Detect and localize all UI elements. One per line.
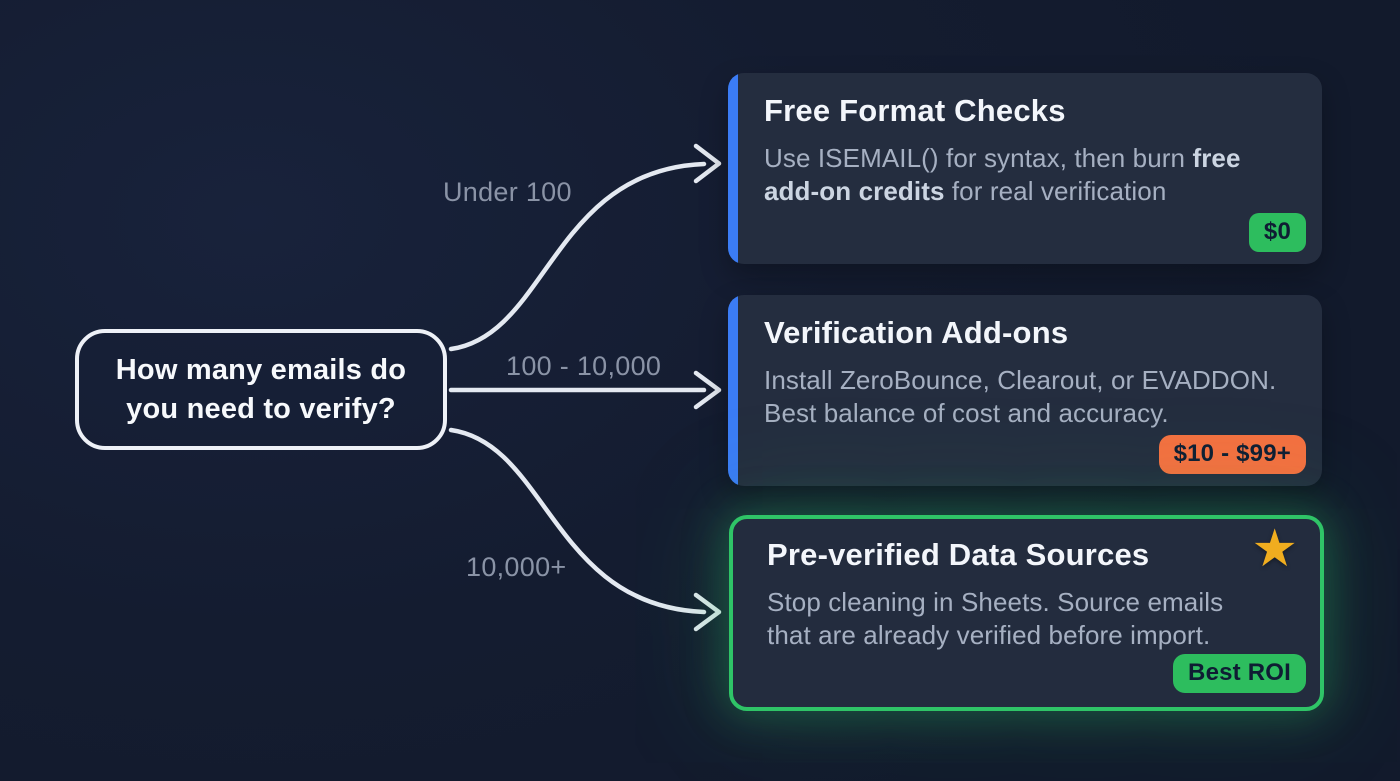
- card-accent-stripe: [728, 73, 738, 264]
- card-accent-stripe: [728, 295, 738, 486]
- price-badge: $10 - $99+: [1158, 435, 1306, 474]
- best-roi-badge: Best ROI: [1173, 654, 1306, 693]
- desc-text: Stop cleaning in Sheets. Source emails: [767, 586, 1224, 617]
- option-card-pre-verified-data-sources: ★ Pre-verified Data Sources Stop cleanin…: [729, 515, 1324, 711]
- option-card-free-format-checks: Free Format Checks Use ISEMAIL() for syn…: [728, 73, 1322, 264]
- branch-arrow-100-10000: [448, 370, 722, 410]
- card-title: Verification Add-ons: [764, 315, 1069, 350]
- card-description: Use ISEMAIL() for syntax, then burn free…: [764, 142, 1298, 209]
- question-text: How many emails do you need to verify?: [115, 354, 407, 425]
- option-card-verification-add-ons: Verification Add-ons Install ZeroBounce,…: [728, 295, 1322, 486]
- desc-text: that are already verified before import.: [767, 620, 1211, 651]
- desc-text-bold: free: [1192, 142, 1241, 173]
- branch-arrow-10000-plus: [448, 427, 722, 632]
- branch-arrow-under-100: [448, 143, 722, 352]
- desc-text: Best balance of cost and accuracy.: [764, 398, 1169, 429]
- branch-label-10000-plus: 10,000+: [466, 552, 567, 582]
- desc-text: for real verification: [944, 176, 1167, 207]
- card-title: Pre-verified Data Sources: [767, 537, 1150, 572]
- desc-text: Install ZeroBounce, Clearout, or EVADDON…: [764, 364, 1277, 395]
- question-node: How many emails do you need to verify?: [75, 329, 447, 450]
- desc-text-bold: add-on credits: [764, 176, 945, 207]
- star-icon: ★: [1251, 519, 1298, 579]
- desc-text: Use ISEMAIL() for syntax, then burn: [764, 142, 1193, 173]
- card-title: Free Format Checks: [764, 93, 1066, 128]
- branch-label-under-100: Under 100: [443, 177, 572, 207]
- card-description: Install ZeroBounce, Clearout, or EVADDON…: [764, 364, 1298, 431]
- price-badge: $0: [1248, 213, 1306, 252]
- branch-label-100-10000: 100 - 10,000: [506, 351, 662, 381]
